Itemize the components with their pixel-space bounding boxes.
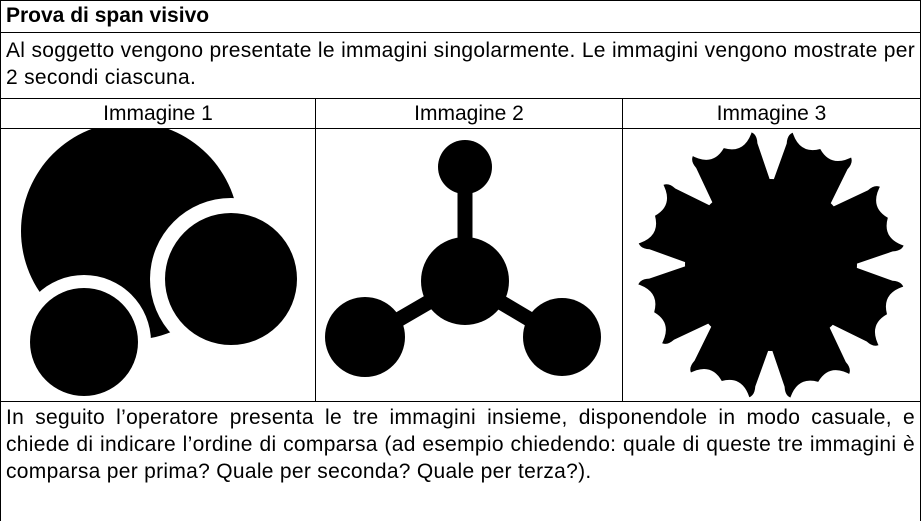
image-label-1: Immagine 1 — [103, 102, 213, 125]
image-cell-2 — [316, 129, 623, 401]
header-cell-1: Immagine 1 — [1, 99, 316, 128]
image-label-2: Immagine 2 — [414, 102, 524, 125]
molecule-icon — [325, 140, 601, 377]
image-cell-1 — [1, 129, 316, 401]
image-header-row: Immagine 1 Immagine 2 Immagine 3 — [0, 99, 921, 129]
intro-paragraph: Al soggetto vengono presentate le immagi… — [0, 33, 921, 99]
header-cell-2: Immagine 2 — [316, 99, 623, 128]
image-cell-3 — [623, 129, 920, 401]
image-label-3: Immagine 3 — [716, 102, 827, 125]
outro-paragraph: In seguito l’operatore presenta le tre i… — [0, 402, 921, 521]
document-title: Prova di span visivo — [0, 0, 921, 33]
header-cell-3: Immagine 3 — [623, 99, 920, 128]
image-row — [0, 129, 921, 402]
gear-flower-icon — [628, 129, 914, 401]
overlapping-circles-icon — [21, 129, 297, 396]
